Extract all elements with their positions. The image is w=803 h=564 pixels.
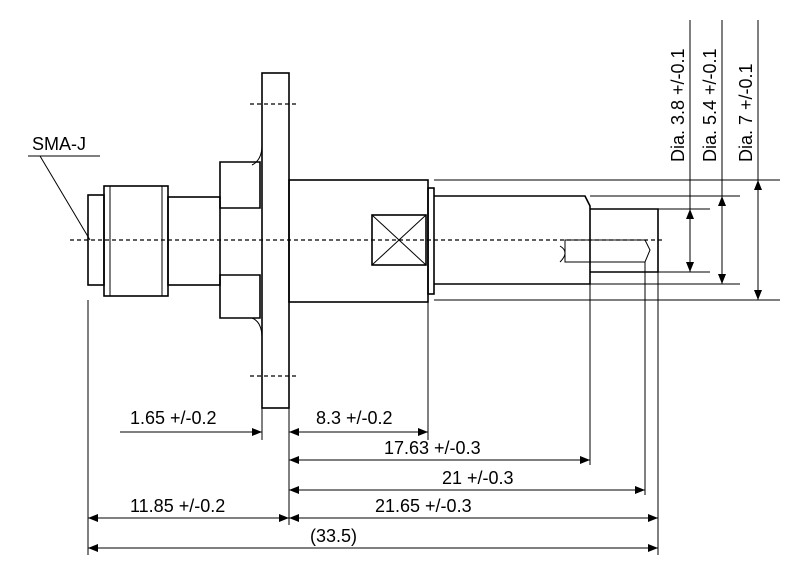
- dim-dia-mid: Dia. 5.4 +/-0.1: [700, 48, 720, 162]
- dim-overall-length: (33.5): [310, 526, 357, 546]
- dim-flange-thickness: 1.65 +/-0.2: [130, 408, 217, 428]
- connector-type-label: SMA-J: [32, 134, 86, 154]
- extension-lines: [87, 262, 659, 555]
- dimension-lines: [88, 428, 658, 552]
- dim-dia-outer: Dia. 7 +/-0.1: [736, 63, 756, 162]
- dim-length-to-end: 21.65 +/-0.3: [375, 496, 472, 516]
- dim-connector-length: 11.85 +/-0.2: [130, 496, 225, 516]
- dim-dia-pin: Dia. 3.8 +/-0.1: [668, 48, 688, 162]
- diameter-dimension-lines: [686, 20, 762, 300]
- dim-hex-body-length: 8.3 +/-0.2: [316, 408, 393, 428]
- dim-length-to-pin-tip: 21 +/-0.3: [442, 468, 514, 488]
- center-lines: [70, 103, 665, 377]
- label-leader: [28, 155, 100, 241]
- dim-length-to-step: 17.63 +/-0.3: [384, 438, 481, 458]
